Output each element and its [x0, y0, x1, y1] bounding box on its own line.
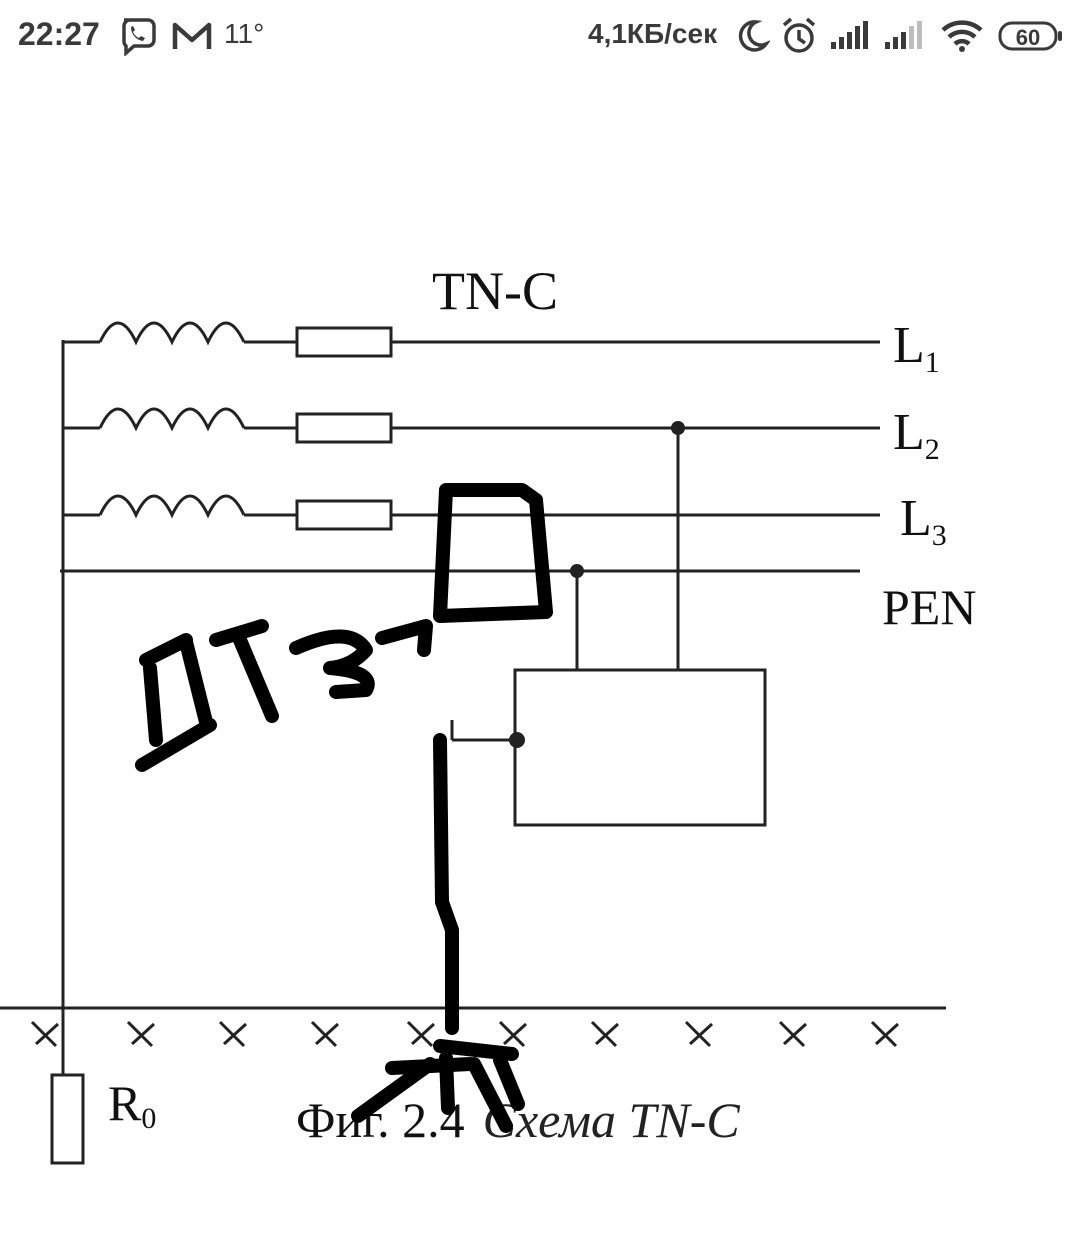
signal-icon [885, 21, 922, 49]
viber-icon [122, 18, 156, 56]
label-r0: R0 [108, 1075, 156, 1135]
signal-icon [831, 21, 868, 49]
mail-icon [172, 22, 212, 49]
diagram-title: TN-C [432, 261, 558, 321]
moon-icon [738, 20, 770, 52]
network-speed: 4,1КБ/сек [588, 18, 718, 49]
status-bar: 22:27 11° 4,1КБ/сек 60 [0, 0, 1080, 76]
label-pen: PEN [882, 579, 976, 635]
handwritten-annotation [135, 483, 553, 1133]
temperature: 11° [224, 18, 265, 49]
ground-hatching [30, 1020, 900, 1048]
schematic-lines [0, 321, 946, 1165]
battery-icon: 60 [998, 21, 1062, 51]
alarm-icon [782, 17, 816, 53]
junction-dots [509, 421, 685, 748]
label-l2: L2 [893, 404, 940, 466]
label-l3: L3 [900, 490, 947, 552]
label-l1: L1 [893, 317, 940, 379]
battery-level: 60 [1016, 25, 1040, 50]
wifi-icon [941, 20, 983, 52]
clock: 22:27 [18, 16, 100, 52]
